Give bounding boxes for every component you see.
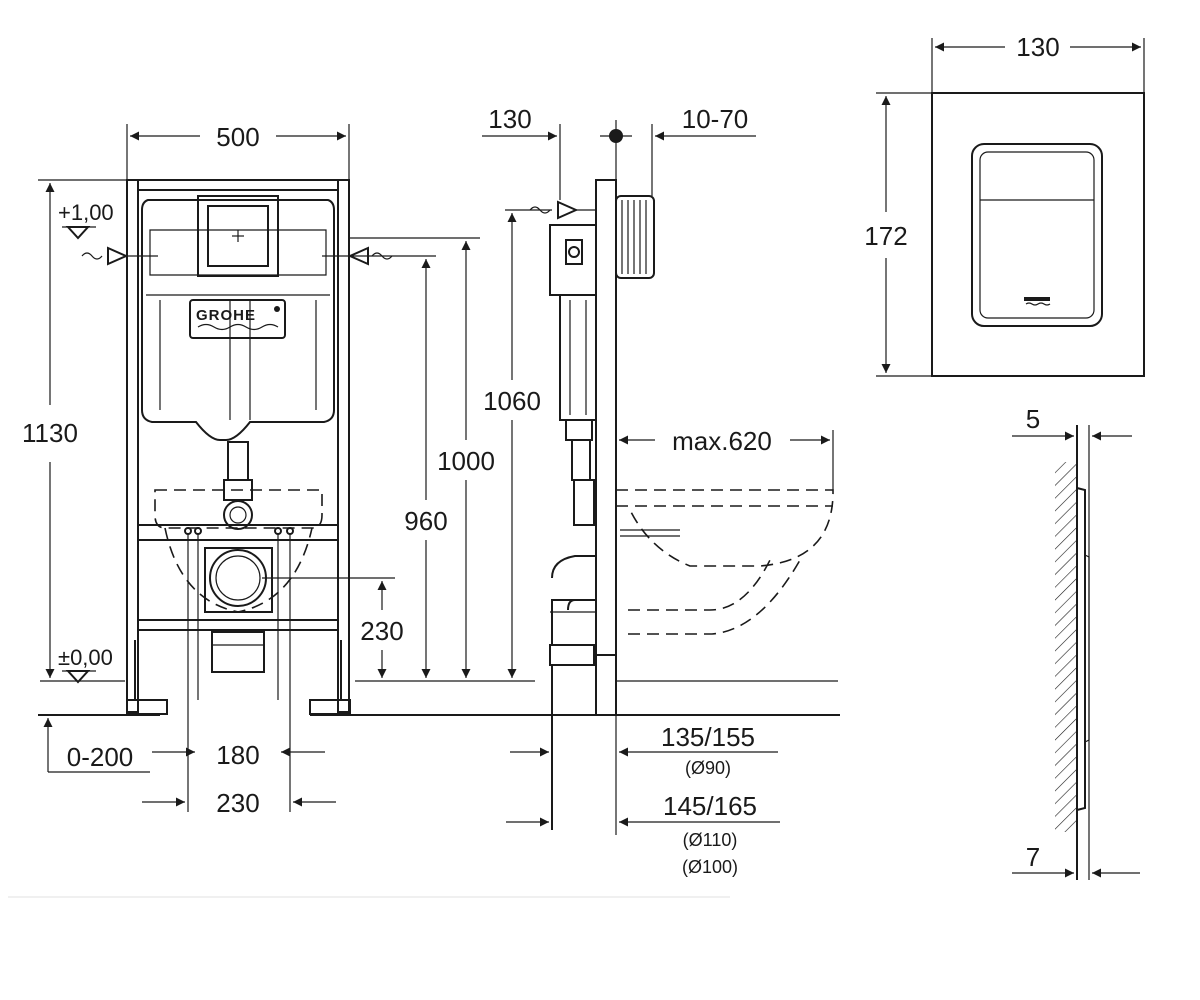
dim-offset-0-200: 0-200	[43, 718, 150, 773]
dim-height-960: 960	[404, 259, 448, 678]
side-bend	[551, 555, 597, 611]
dim-depth-label: 130	[488, 104, 531, 134]
cistern: GROHE	[141, 195, 335, 530]
wc-outline-side	[616, 489, 834, 567]
side-frame	[595, 179, 617, 656]
dim-adjust-10-70: 10-70	[651, 104, 756, 196]
front-view: GROHE	[22, 122, 840, 818]
side-view: 130 10-70 max.620 135/155 (Ø90) 145/	[482, 104, 838, 877]
dim-d2-label: 145/165	[663, 791, 757, 821]
dim-960-label: 960	[404, 506, 447, 536]
dim-width-500: 500	[126, 122, 350, 180]
level-top: +1,00	[58, 200, 114, 240]
dim-width-label: 500	[216, 122, 259, 152]
dim-height-230: 230	[360, 581, 404, 678]
dim-thickness-bottom-label: 7	[1026, 842, 1040, 872]
dim-adjust-label: 10-70	[682, 104, 749, 134]
level-top-label: +1,00	[58, 200, 114, 225]
wc-outline-front	[154, 489, 323, 529]
dim-height-1060: 1060	[483, 209, 552, 678]
dim-spacing-230: 230	[142, 745, 336, 818]
dim-d1-sub-label: (Ø90)	[685, 758, 731, 778]
level-zero: ±0,00	[58, 645, 113, 684]
dim-d2-sub1-label: (Ø110)	[683, 830, 738, 850]
dim-135-155: 135/155 (Ø90)	[510, 715, 778, 835]
water-inlet-right	[322, 246, 436, 266]
dim-height-total-label: 1130	[22, 418, 78, 448]
level-zero-label: ±0,00	[58, 645, 113, 670]
dim-d1-label: 135/155	[661, 722, 755, 752]
dim-d2-sub2-label: (Ø100)	[682, 857, 738, 877]
dim-180-label: 180	[216, 740, 259, 770]
dim-depth-130: 130	[482, 104, 561, 200]
dim-height-1000: 1000	[350, 237, 495, 678]
dim-145-165: 145/165 (Ø110) (Ø100)	[506, 791, 780, 877]
adjuster-thread	[615, 195, 655, 279]
side-inlet	[529, 200, 596, 220]
flush-plate	[931, 92, 1145, 377]
dim-thickness-top-label: 5	[1026, 404, 1040, 434]
dim-1060-label: 1060	[483, 386, 541, 416]
crosshair-icon	[600, 120, 632, 180]
dim-plate-width: 130	[931, 32, 1145, 93]
dim-1000-label: 1000	[437, 446, 495, 476]
dim-plate-width-label: 130	[1016, 32, 1059, 62]
dim-projection-label: max.620	[672, 426, 772, 456]
waste-outlet	[204, 547, 395, 673]
dim-spacing-180: 180	[152, 740, 325, 770]
dim-230-spacing-label: 230	[216, 788, 259, 818]
plate-side-view: 5 7	[1012, 404, 1140, 880]
dim-height-1130: 1130	[22, 179, 127, 678]
water-inlet-left	[81, 246, 158, 266]
grohe-mini-logo-icon	[1024, 297, 1051, 306]
fixing-bolts	[184, 527, 294, 745]
plate-front-view: 130 172	[864, 32, 1145, 377]
dim-offset-label: 0-200	[67, 742, 134, 772]
dim-230-height-label: 230	[360, 616, 403, 646]
wall-hatch	[1055, 462, 1077, 832]
grohe-logo-text: GROHE	[196, 307, 256, 324]
dim-plate-height-label: 172	[864, 221, 907, 251]
logo-dot-icon	[274, 306, 280, 312]
dim-plate-thickness-top: 5	[1012, 404, 1132, 441]
dim-projection-max-620: max.620	[619, 426, 834, 490]
frame	[126, 179, 351, 715]
dim-plate-thickness-bottom: 7	[1012, 842, 1140, 878]
dim-plate-height: 172	[864, 92, 932, 377]
